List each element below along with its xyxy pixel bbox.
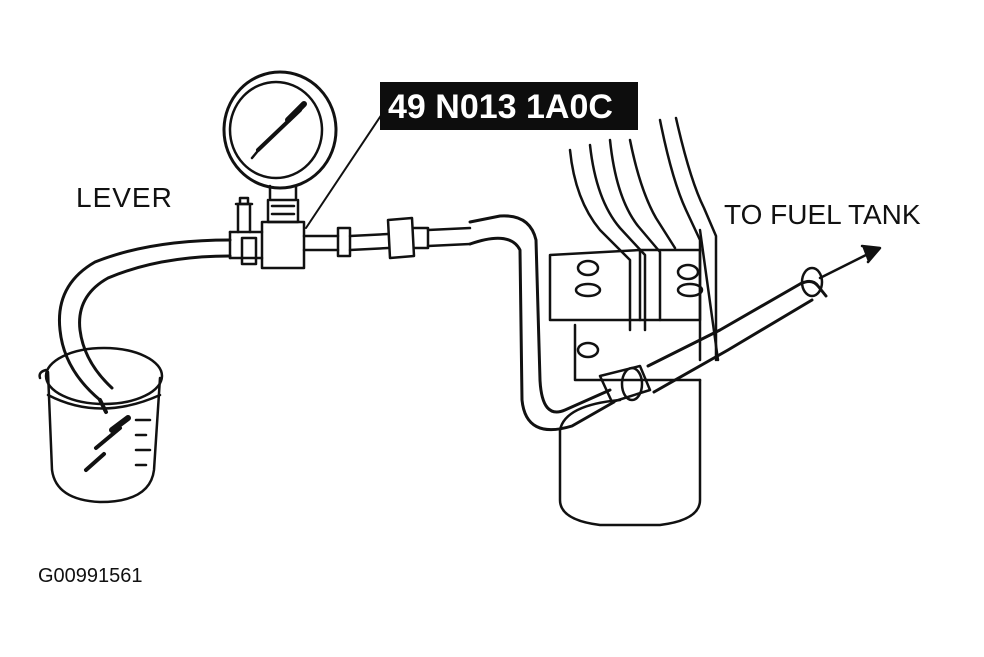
beaker — [38, 346, 164, 504]
fuel-filter-housing — [548, 248, 704, 527]
supply-hose — [468, 214, 616, 432]
test-pipe — [302, 216, 472, 260]
return-hose — [598, 266, 828, 404]
fuel-line-bundle — [568, 116, 720, 362]
tee-fitting — [228, 196, 306, 270]
part-number-label: 49 N013 1A0C — [388, 88, 613, 126]
to-fuel-tank-arrow — [818, 244, 882, 280]
lever-label: LEVER — [76, 182, 173, 213]
part-number-badge — [380, 82, 638, 130]
pressure-gauge — [222, 70, 338, 224]
to-fuel-tank-label: TO FUEL TANK — [724, 199, 921, 230]
part-leader-line — [305, 107, 387, 229]
drain-hose — [57, 238, 232, 402]
figure-id-label: G00991561 — [38, 565, 143, 587]
